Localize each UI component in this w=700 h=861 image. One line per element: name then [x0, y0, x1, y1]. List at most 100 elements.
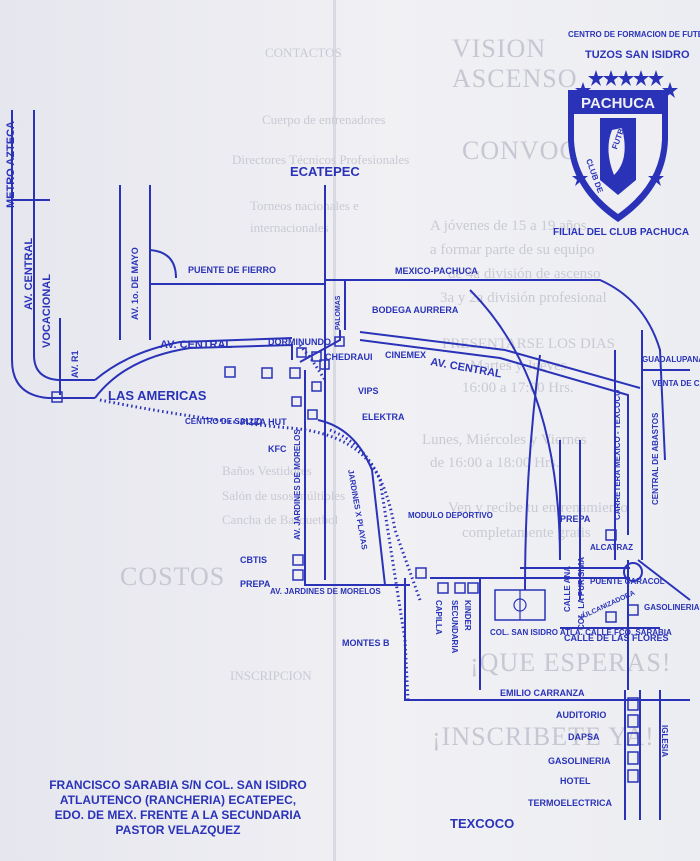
place-hotel: HOTEL: [560, 776, 591, 786]
puente-caracol-roundabout: [623, 562, 643, 582]
place-chedraui: CHEDRAUI: [325, 352, 373, 362]
place-kinder: KINDER: [463, 600, 472, 631]
ghost-salon: Salón de usos múltiples: [222, 488, 346, 503]
road-av-r1: AV. R1: [70, 350, 80, 378]
place-field: COL. SAN ISIDRO ATLA. CALLE FCO. SARABIA: [490, 628, 672, 637]
building-secundaria: [454, 582, 466, 594]
place-capilla: CAPILLA: [434, 600, 443, 635]
place-iglesia: IGLESIA: [660, 725, 669, 757]
road-jardines-x-playas: JARDINES X PLAYAS: [346, 469, 369, 551]
building-kfc: [289, 367, 301, 379]
crest-name: PACHUCA: [581, 95, 655, 112]
place-central-de-abastos: CENTRAL DE ABASTOS: [651, 412, 660, 505]
ghost-entrenadores: Cuerpo de entrenadores: [262, 112, 386, 127]
ghost-costos: COSTOS: [120, 562, 226, 591]
ghost-inscribete: ¡INSCRIBETE YA!: [432, 722, 655, 751]
club-affiliate: FILIAL DEL CLUB PACHUCA: [553, 227, 689, 238]
ghost-division: VISION: [452, 34, 547, 63]
ghost-directores: Directores Técnicos Profesionales: [232, 152, 410, 167]
emilio-carranza-road: [404, 578, 690, 701]
building-prepa-right: [605, 529, 617, 541]
place-auditorio: AUDITORIO: [556, 710, 606, 720]
railway-track-2: [329, 428, 422, 601]
road-av-1o-mayo: AV. 1o. DE MAYO: [130, 247, 140, 320]
building-kinder: [467, 582, 479, 594]
road-av-jardines-morelos-h: AV. JARDINES DE MORELOS: [270, 587, 381, 596]
road-vocacional: VOCACIONAL: [41, 274, 53, 348]
building-centro-salud: [224, 366, 236, 378]
place-montes-b: MONTES B: [342, 638, 390, 648]
place-termoelectrica: TERMOELECTRICA: [528, 798, 612, 808]
building-elektra: [307, 409, 318, 420]
place-pizza-hut: PIZZA HUT: [240, 417, 287, 427]
place-guadalupana: GUADALUPANA: [642, 355, 700, 364]
place-alcatraz: ALCATRAZ: [590, 543, 633, 552]
city-ecatepec: ECATEPEC: [290, 164, 360, 179]
ghost-horario1: 16:00 a 17:00 Hrs.: [462, 380, 574, 396]
road-palomas: PALOMAS: [335, 295, 342, 330]
road-col-la-purisima: COL. LA PURISIMA: [577, 557, 586, 630]
puente-fierro-road: [149, 248, 325, 285]
road-av-central-vertical: AV. CENTRAL: [23, 238, 35, 310]
road-puente-fierro: PUENTE DE FIERRO: [188, 265, 276, 275]
av-central-left-road-north: [94, 337, 293, 381]
ghost-division4: de 4a división de ascenso: [448, 266, 601, 282]
building-hotel: [627, 751, 639, 765]
building-bodega: [334, 336, 345, 347]
railway-track: [99, 398, 410, 701]
building-vulcanizadora: [605, 611, 617, 623]
building-capilla: [437, 582, 449, 594]
ghost-internacionales: internacionales: [250, 220, 329, 235]
mexico-pachuca-road: [325, 279, 666, 461]
av-central-right-road: [359, 339, 629, 535]
place-venta-de-carpio: VENTA DE CARPIO: [652, 379, 700, 388]
east-road-south: [637, 559, 691, 601]
building-dapsa: [627, 714, 639, 728]
address-line-2: ATLAUTENCO (RANCHERIA) ECATEPEC,: [59, 793, 297, 807]
building-auditorio: [627, 697, 639, 711]
ghost-formar: a formar parte de su equipo: [430, 242, 595, 258]
road-carretera-mexico-texcoco: CARRETERA MEXICO - TEXCOCO: [613, 390, 622, 520]
jardines-x-playas-road: [317, 419, 386, 586]
av-jardines-morelos-road: [304, 370, 410, 586]
place-prepa-right: PREPA: [560, 514, 591, 524]
address-block: FRANCISCO SARABIA S/N COL. SAN ISIDRO AT…: [18, 778, 338, 838]
place-kfc: KFC: [268, 444, 287, 454]
city-texcoco: TEXCOCO: [450, 816, 514, 831]
metro-azteca-road-inner: [33, 110, 95, 381]
diagonal-road: [524, 354, 541, 591]
building-r1: [51, 391, 63, 403]
av-central-left-road: [94, 343, 293, 399]
ghost-contactos: CONTACTOS: [265, 45, 342, 60]
road-av-central-left: AV. CENTRAL: [160, 339, 232, 351]
ghost-vestidores: Baños Vestidores: [222, 463, 312, 478]
place-secundaria: SECUNDARIA: [450, 600, 459, 654]
club-header-line1: CENTRO DE FORMACION DE FUTBOL: [568, 30, 700, 39]
building-modulo: [415, 567, 427, 579]
road-calle-ana: CALLE ANA: [563, 566, 572, 612]
ghost-que-esperas: ¡QUE ESPERAS!: [470, 648, 672, 677]
place-elektra: ELEKTRA: [362, 412, 405, 422]
road-emilio-carranza: EMILIO CARRANZA: [500, 688, 585, 698]
place-las-americas: LAS AMERICAS: [108, 388, 207, 403]
road-av-jardines-morelos-v: AV. JARDINES DE MORELOS: [293, 429, 302, 540]
address-line-3: EDO. DE MEX. FRENTE A LA SECUNDARIA: [54, 808, 302, 822]
place-gasolineria-right: GASOLINERIA: [644, 603, 700, 612]
club-header-line2: TUZOS SAN ISIDRO: [585, 49, 690, 61]
place-cinemex: CINEMEX: [385, 350, 426, 360]
address-line-4: PASTOR VELAZQUEZ: [115, 823, 241, 837]
building-dorminundo: [296, 347, 307, 358]
building-av-jardines: [291, 396, 302, 407]
diagonal-road-2: [469, 289, 561, 561]
place-puente-caracol: PUENTE CARACOL: [590, 577, 665, 586]
address-line-1: FRANCISCO SARABIA S/N COL. SAN ISIDRO: [49, 778, 307, 792]
building-vips: [311, 381, 322, 392]
building-chedraui-b: [319, 359, 330, 370]
building-pizza-hut: [261, 367, 273, 379]
building-prepa-left: [292, 569, 304, 581]
metro-azteca-road: [11, 110, 95, 399]
ghost-inscripcion: INSCRIPCION: [230, 668, 312, 683]
ghost-lunes: Lunes, Miércoles y Viernes: [422, 432, 587, 448]
